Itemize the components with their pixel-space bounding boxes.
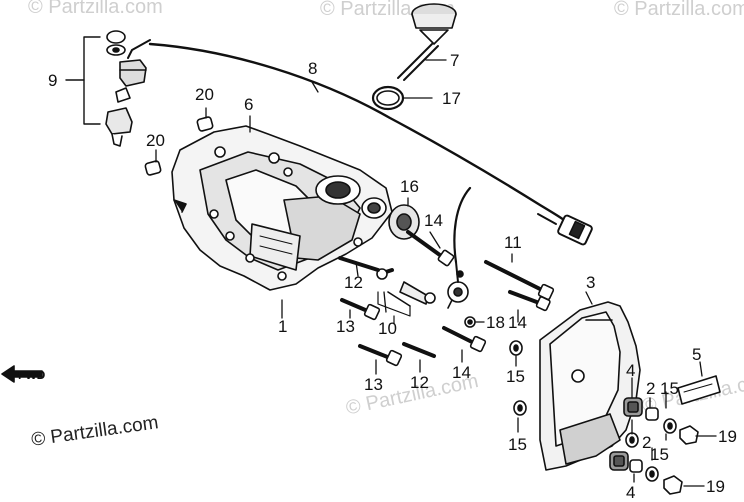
callout-13-upper: 13 — [336, 317, 355, 336]
callout-6: 6 — [244, 95, 254, 114]
dowel-pin-upper — [196, 116, 214, 132]
bolt-13a — [340, 298, 372, 314]
watermark-top-left: © Partzilla.com — [28, 0, 163, 18]
callout-10: 10 — [378, 319, 397, 338]
callout-3: 3 — [586, 273, 596, 292]
callout-8: 8 — [308, 59, 318, 78]
bolt-12b — [402, 342, 436, 358]
callout-7: 7 — [450, 51, 460, 70]
switch-body — [119, 59, 147, 87]
callout-11: 11 — [504, 233, 522, 252]
callout-15-d: 15 — [650, 445, 669, 464]
callout-2-upper: 2 — [646, 379, 656, 398]
o-ring — [371, 85, 405, 111]
callout-12-lower: 12 — [410, 373, 429, 392]
callout-16: 16 — [400, 177, 419, 196]
callout-2-lower: 2 — [642, 433, 652, 452]
bolt-14c — [508, 290, 544, 306]
callout-4-upper: 4 — [626, 361, 636, 380]
clamp-bracket — [399, 281, 429, 305]
callout-12-upper: 12 — [344, 273, 363, 292]
switch-sensor — [105, 107, 133, 135]
callout-14-right: 14 — [508, 313, 527, 332]
fwd-label: FWD — [18, 368, 46, 382]
callout-13-lower: 13 — [364, 375, 383, 394]
collar-2b — [629, 459, 643, 473]
speedometer-cable — [148, 42, 574, 228]
nut-19b — [663, 475, 683, 495]
bolt-11 — [484, 260, 548, 294]
callout-4-lower: 4 — [626, 483, 636, 502]
dowel-pin-lower — [144, 160, 162, 176]
bolt-12a — [338, 256, 380, 272]
callout-14-lower: 14 — [452, 363, 471, 382]
callout-20-lower: 20 — [146, 131, 165, 150]
callout-17: 17 — [442, 89, 461, 108]
callout-14-upper: 14 — [424, 211, 443, 230]
switch-nut-top — [106, 30, 126, 44]
callout-1: 1 — [278, 317, 288, 336]
watermark-top-right: © Partzilla.com — [614, 0, 744, 20]
callout-19-upper: 19 — [718, 427, 737, 446]
callout-15-a: 15 — [506, 367, 525, 386]
callout-15-b: 15 — [508, 435, 527, 454]
callout-19-lower: 19 — [706, 477, 725, 496]
callout-20-upper: 20 — [195, 85, 214, 104]
bolt-13b — [358, 344, 392, 360]
callout-9: 9 — [48, 71, 58, 90]
callout-15-c: 15 — [660, 379, 679, 398]
callout-5: 5 — [692, 345, 702, 364]
filler-cap-dipstick — [397, 43, 439, 81]
decal — [677, 375, 721, 405]
bolt-14b — [442, 326, 478, 346]
collar-2a — [645, 407, 659, 421]
nut-19a — [679, 425, 699, 445]
bracket-9 — [83, 36, 101, 125]
bolt-14a — [406, 230, 446, 260]
callout-18: 18 — [486, 313, 505, 332]
fwd-arrow — [1, 365, 43, 383]
